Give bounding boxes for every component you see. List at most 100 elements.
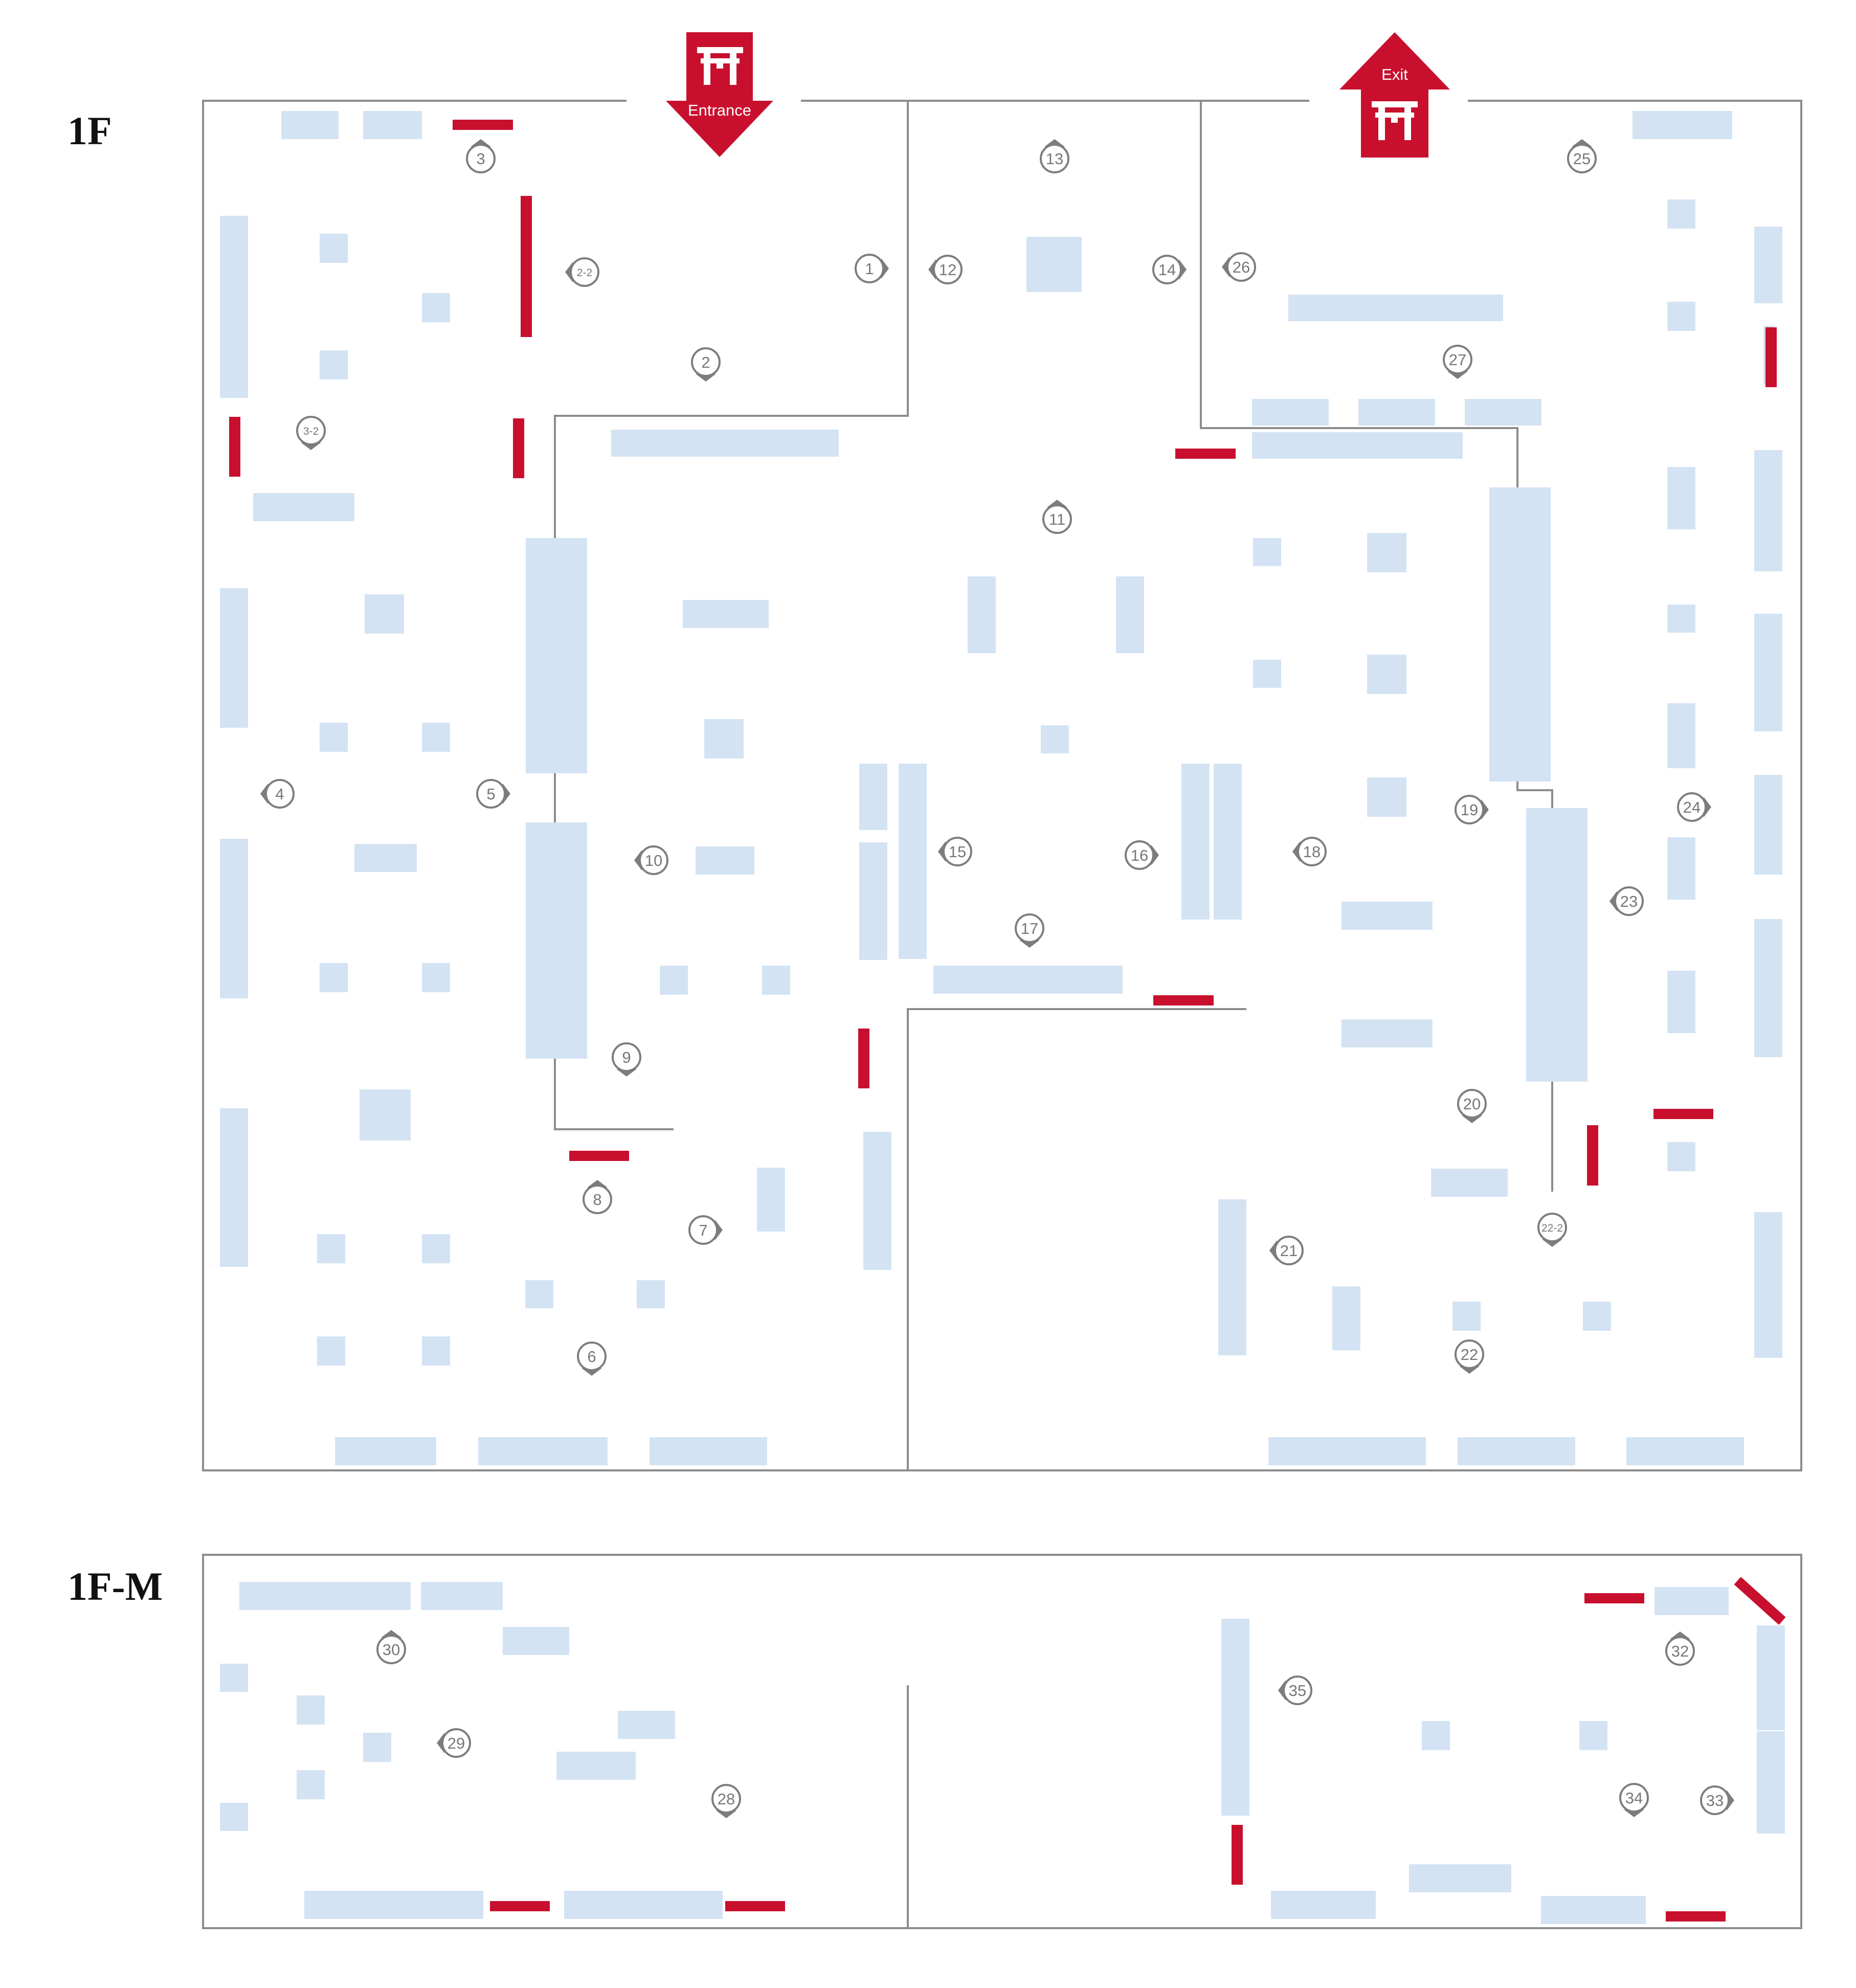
route-marker-ring	[577, 1342, 607, 1371]
route-marker-20[interactable]: 20	[1457, 1089, 1487, 1123]
route-marker-22[interactable]: 22	[1455, 1339, 1484, 1374]
route-marker-ring	[583, 1185, 612, 1214]
entrance-sign[interactable]: Entrance	[666, 32, 773, 157]
route-marker-26[interactable]: 26	[1222, 252, 1256, 282]
display-case	[704, 719, 744, 758]
route-marker-4[interactable]: 4	[260, 779, 295, 809]
route-marker-5[interactable]: 5	[476, 779, 510, 809]
route-marker-17[interactable]: 17	[1015, 913, 1044, 948]
display-case	[1332, 1286, 1360, 1350]
display-case	[253, 493, 354, 521]
display-case	[1667, 703, 1695, 768]
route-marker-number: 2	[701, 353, 710, 371]
display-case	[317, 1336, 345, 1366]
display-case	[1367, 533, 1406, 572]
display-panel	[1175, 449, 1236, 459]
display-case	[859, 764, 887, 830]
route-marker-2[interactable]: 2	[691, 347, 721, 382]
wall-segment	[202, 1554, 1802, 1929]
display-case	[320, 723, 348, 752]
torii-gate-icon	[1372, 101, 1418, 140]
display-case	[1667, 302, 1695, 331]
route-marker-35[interactable]: 35	[1278, 1676, 1312, 1705]
display-case	[1409, 1864, 1511, 1892]
display-case	[1358, 399, 1435, 426]
route-marker-number: 23	[1620, 892, 1638, 910]
route-marker-12[interactable]: 12	[928, 255, 963, 284]
route-marker-number: 9	[622, 1048, 631, 1066]
route-marker-32[interactable]: 32	[1665, 1632, 1695, 1666]
display-case	[239, 1582, 411, 1610]
display-case	[1583, 1302, 1611, 1331]
display-panel	[513, 418, 524, 478]
route-marker-30[interactable]: 30	[376, 1630, 406, 1664]
wall-segment	[907, 1008, 1246, 1470]
display-panel	[725, 1901, 785, 1911]
route-marker-ring	[1297, 837, 1327, 866]
display-case	[320, 234, 348, 263]
display-case	[297, 1770, 325, 1799]
route-marker-number: 12	[939, 261, 956, 279]
display-case	[1431, 1169, 1508, 1197]
route-marker-33[interactable]: 33	[1700, 1785, 1734, 1815]
route-marker-11[interactable]: 11	[1042, 500, 1072, 534]
route-marker-ring	[376, 1635, 406, 1664]
display-case	[422, 1336, 450, 1366]
route-marker-ring	[1677, 792, 1707, 822]
route-marker-21[interactable]: 21	[1269, 1236, 1304, 1265]
route-marker-ring	[711, 1784, 741, 1814]
route-marker-23[interactable]: 23	[1609, 886, 1644, 916]
display-case	[297, 1695, 325, 1725]
display-case	[220, 1664, 248, 1692]
route-marker-10[interactable]: 10	[634, 845, 668, 875]
exit-sign[interactable]: Exit	[1339, 32, 1450, 158]
route-marker-8[interactable]: 8	[583, 1180, 612, 1214]
display-case	[863, 1132, 891, 1270]
display-case	[320, 350, 348, 379]
display-case	[1654, 1587, 1729, 1615]
route-marker-25[interactable]: 25	[1567, 139, 1597, 173]
route-marker-14[interactable]: 14	[1152, 255, 1187, 284]
route-marker-18[interactable]: 18	[1292, 837, 1327, 866]
route-marker-number: 22-2	[1541, 1222, 1563, 1234]
route-marker-3-2[interactable]: 3-2	[296, 416, 326, 450]
route-marker-number: 28	[718, 1790, 735, 1808]
route-marker-number: 13	[1046, 150, 1063, 168]
display-case	[220, 216, 248, 398]
route-marker-13[interactable]: 13	[1040, 139, 1069, 173]
display-case	[220, 1108, 248, 1267]
display-case	[1579, 1721, 1607, 1750]
route-marker-number: 14	[1158, 261, 1176, 279]
route-marker-1[interactable]: 1	[855, 254, 889, 283]
route-marker-ring	[639, 845, 668, 875]
display-case	[1253, 538, 1281, 566]
route-marker-24[interactable]: 24	[1677, 792, 1711, 822]
route-marker-ring	[1457, 1089, 1487, 1119]
route-marker-16[interactable]: 16	[1125, 840, 1159, 870]
display-case	[859, 842, 887, 960]
route-marker-ring	[933, 255, 963, 284]
route-marker-27[interactable]: 27	[1443, 345, 1472, 379]
display-panel	[858, 1029, 869, 1088]
route-marker-28[interactable]: 28	[711, 1784, 741, 1818]
route-marker-22-2[interactable]: 22-2	[1537, 1213, 1567, 1247]
display-case	[525, 1280, 553, 1308]
route-marker-2-2[interactable]: 2-2	[565, 257, 599, 287]
route-marker-number: 26	[1233, 258, 1250, 276]
display-case	[1268, 1437, 1426, 1465]
display-case	[220, 839, 248, 998]
route-marker-29[interactable]: 29	[437, 1728, 471, 1758]
route-marker-7[interactable]: 7	[688, 1215, 723, 1245]
route-marker-ring	[1042, 504, 1072, 534]
route-marker-15[interactable]: 15	[938, 837, 972, 866]
route-marker-19[interactable]: 19	[1455, 795, 1489, 824]
route-marker-ring	[466, 144, 496, 173]
route-marker-9[interactable]: 9	[612, 1042, 641, 1077]
display-case	[304, 1891, 483, 1919]
route-marker-6[interactable]: 6	[577, 1342, 607, 1376]
route-marker-34[interactable]: 34	[1619, 1783, 1649, 1817]
route-marker-number: 16	[1131, 846, 1148, 864]
route-marker-3[interactable]: 3	[466, 139, 496, 173]
display-case	[422, 963, 450, 992]
display-case	[1626, 1437, 1744, 1465]
